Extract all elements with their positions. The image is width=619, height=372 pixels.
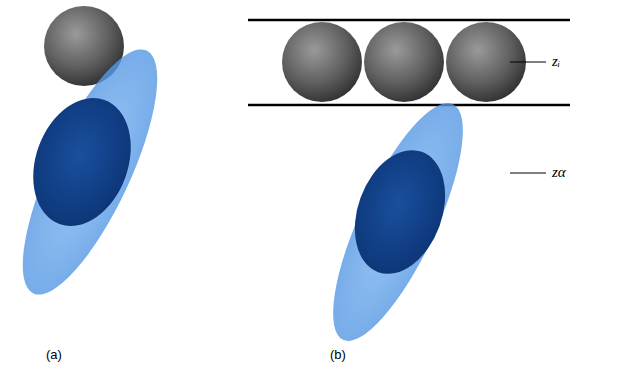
position-label: zα — [552, 165, 566, 180]
sphere — [364, 22, 444, 102]
boundary-line — [248, 104, 570, 107]
outer-ellipsoid — [0, 34, 183, 311]
inner-ellipsoid — [16, 84, 148, 240]
inner-ellipsoid — [339, 137, 462, 286]
position-label: zᵢ — [552, 54, 560, 69]
outer-ellipsoid — [309, 88, 488, 356]
panel-label: (b) — [330, 348, 346, 361]
boundary-line — [248, 19, 570, 22]
leader-line — [510, 173, 546, 174]
leader-line — [510, 62, 546, 63]
sphere — [282, 22, 362, 102]
panel-label: (a) — [46, 348, 62, 361]
